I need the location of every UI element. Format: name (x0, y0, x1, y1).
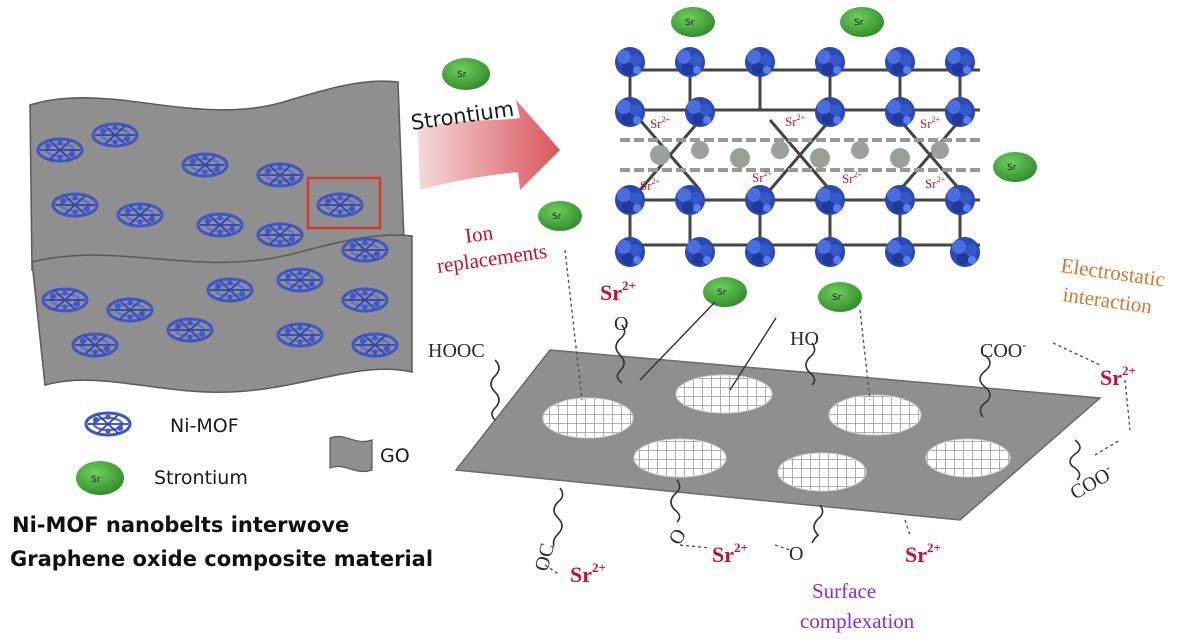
framework-sr-ion: Sr2+ (925, 175, 946, 191)
o-group-label-bottom-right: O (789, 543, 803, 565)
sr-ion-bubble: Sr (671, 7, 715, 37)
sr-ion-bubble: Sr (538, 201, 582, 231)
hooc-group-label: HOOC (428, 340, 485, 362)
svg-text:Sr: Sr (854, 18, 864, 28)
go-plate (454, 349, 1102, 521)
composite-caption-line1: Ni-MOF nanobelts interwove (12, 513, 349, 537)
oc-group-label: OC (531, 541, 559, 574)
framework-sr-ion: Sr2+ (650, 115, 671, 131)
svg-text:Sr: Sr (717, 288, 727, 298)
framework-sr-ion: Sr2+ (920, 115, 941, 131)
svg-text:Sr: Sr (685, 18, 695, 28)
sr-ion-label-plate-top: Sr2+ (600, 278, 636, 305)
mof-framework (615, 47, 980, 267)
ion-replacement-label-1: Ion (463, 220, 495, 248)
legend-strontium-icon: Sr (76, 461, 124, 495)
framework-sr-ion: Sr2+ (640, 177, 661, 193)
svg-text:Sr: Sr (457, 70, 467, 80)
sr-ion-bubble: Sr (993, 152, 1037, 182)
coo-group-label-top: COO- (980, 338, 1026, 362)
sr-ion-bubble: Sr (818, 282, 862, 312)
framework-sr-ion: Sr2+ (785, 113, 806, 129)
sr-ion-bubble: Sr (840, 7, 884, 37)
framework-sr-ion: Sr2+ (752, 169, 773, 185)
framework-sr-labels: Sr2+ Sr2+ Sr2+ Sr2+ Sr2+ Sr2+ Sr2+ (640, 113, 946, 193)
surface-complexation-label-2: complexation (800, 609, 915, 633)
sr-ion-label-bottom-right: Sr2+ (905, 540, 941, 567)
svg-text:Sr: Sr (91, 475, 101, 485)
zoom-highlight-box (306, 176, 382, 230)
ion-replacement-label-2: replacements (435, 239, 548, 278)
legend-strontium-label: Strontium (154, 467, 248, 489)
sr-ion-label-bottom-left: Sr2+ (570, 560, 606, 587)
mof-pores (542, 374, 1011, 492)
o-group-label-top: O (614, 313, 628, 335)
sr-ion-bubbles: Sr Sr Sr Sr Sr Sr Sr (442, 7, 1037, 312)
legend-go-icon (329, 436, 373, 472)
surface-complexation-label-1: Surface (812, 579, 876, 603)
svg-text:Sr: Sr (832, 293, 842, 303)
functional-group-chains (490, 324, 1081, 547)
legend-go-label: GO (380, 445, 410, 467)
composite-caption-line2: Graphene oxide composite material (10, 547, 433, 571)
framework-sr-ion: Sr2+ (842, 170, 863, 186)
svg-text:Sr: Sr (1007, 163, 1017, 173)
transformation-arrow (418, 100, 560, 190)
legend-nimof-label: Ni-MOF (170, 415, 239, 437)
solid-connectors (639, 301, 777, 391)
sr-ion-bubble: Sr (703, 277, 747, 307)
legend: Ni-MOF GO Sr Strontium (76, 411, 410, 495)
svg-text:Sr: Sr (552, 212, 562, 222)
dashed-connectors (544, 249, 1131, 576)
sr-ion-label-bottom-center: Sr2+ (712, 540, 748, 567)
legend-nimof-icon (84, 411, 132, 437)
ho-group-label: HO (790, 328, 819, 350)
sr-ion-bubble: Sr (442, 58, 490, 90)
sr-ion-label-right: Sr2+ (1100, 363, 1136, 390)
